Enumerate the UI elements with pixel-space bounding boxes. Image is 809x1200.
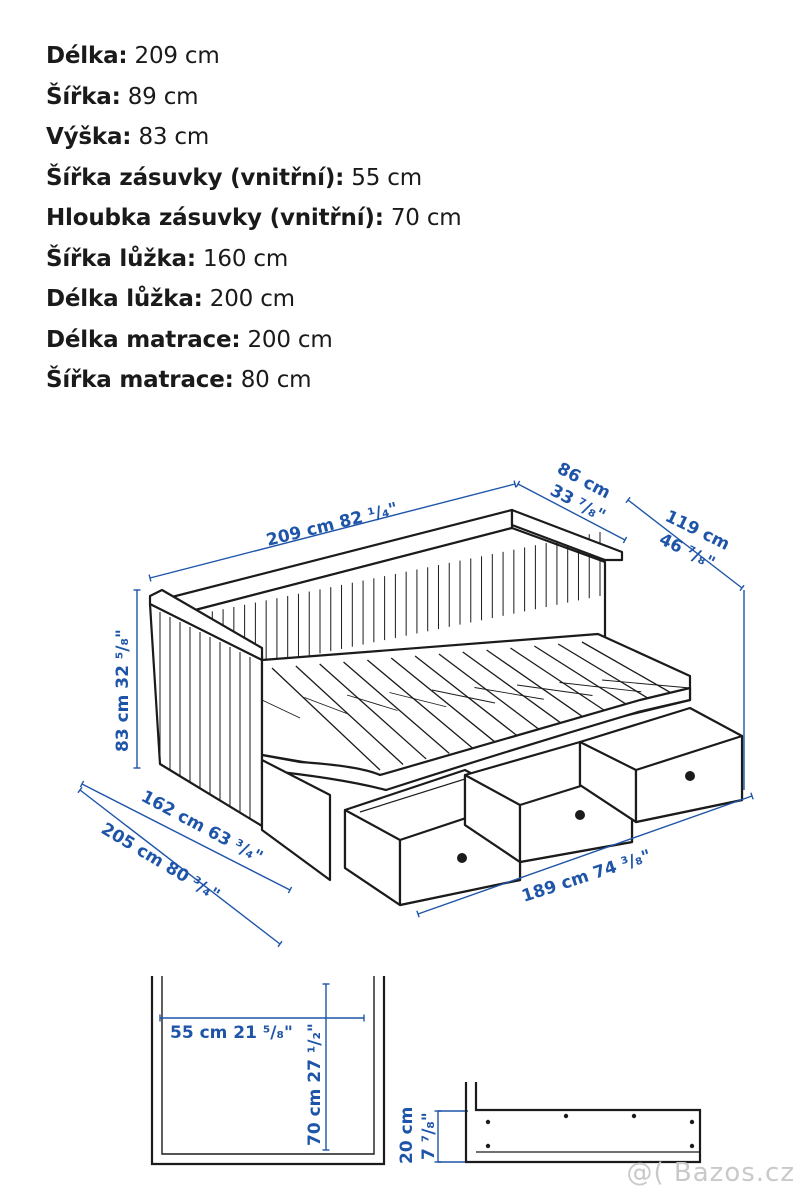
spec-list: Délka: 209 cm Šířka: 89 cm Výška: 83 cm … <box>46 36 462 401</box>
spec-width: Šířka: 89 cm <box>46 83 199 110</box>
spec-bed-length: Délka lůžka: 200 cm <box>46 286 295 312</box>
spec-mattress-length: Délka matrace: 200 cm <box>46 326 333 353</box>
bed-slats <box>261 641 691 771</box>
spec-drawer-depth: Hloubka zásuvky (vnitřní): 70 cm <box>46 205 462 231</box>
dim-drawer-height-cm: 20 cm <box>397 1107 417 1164</box>
daybed-illustration <box>148 508 744 907</box>
spec-length: Délka: 209 cm <box>46 43 220 69</box>
spec-height: Výška: 83 cm <box>46 124 210 150</box>
drawer-side-view: 20 cm 7 ⁷/₈" <box>397 1082 702 1164</box>
left-end-top-rail <box>148 588 264 662</box>
spec-drawer-width: Šířka zásuvky (vnitřní): 55 cm <box>46 164 422 191</box>
spec-mattress-width: Šířka matrace: 80 cm <box>46 367 312 393</box>
dim-drawer-width: 55 cm 21 ⁵/₈" <box>170 1023 293 1043</box>
drawer-knob-2 <box>575 810 585 820</box>
dim-drawer-depth: 70 cm 27 ¹/₂" <box>305 1023 325 1146</box>
front-rail <box>260 686 692 792</box>
left-end-slats <box>159 612 251 818</box>
dim-drawer-height-in: 7 ⁷/₈" <box>419 1112 439 1160</box>
drawer-knob-3 <box>685 771 695 781</box>
drawer-top-view: 55 cm 21 ⁵/₈" 70 cm 27 ¹/₂" <box>150 976 386 1166</box>
dim-height: 83 cm 32 ⁵/₈" <box>113 629 133 752</box>
spec-bed-width: Šířka lůžka: 160 cm <box>46 245 289 272</box>
watermark: @( Bazos.cz <box>626 1158 795 1188</box>
drawer-knob-1 <box>457 853 467 863</box>
